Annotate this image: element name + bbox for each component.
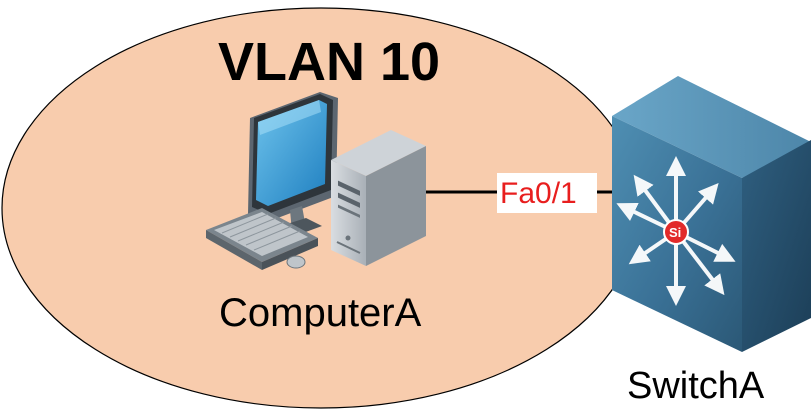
multilayer-switch-icon[interactable]: Si: [612, 76, 811, 352]
si-badge: [663, 219, 689, 245]
vlan-title: VLAN 10: [218, 32, 440, 92]
desktop-computer-icon[interactable]: [206, 92, 426, 270]
si-badge-label: Si: [669, 225, 681, 240]
port-label-background: [497, 173, 597, 213]
switch-label: SwitchA: [627, 365, 765, 407]
computer-label: ComputerA: [219, 291, 422, 335]
port-label-fa0-1: Fa0/1: [500, 177, 577, 210]
